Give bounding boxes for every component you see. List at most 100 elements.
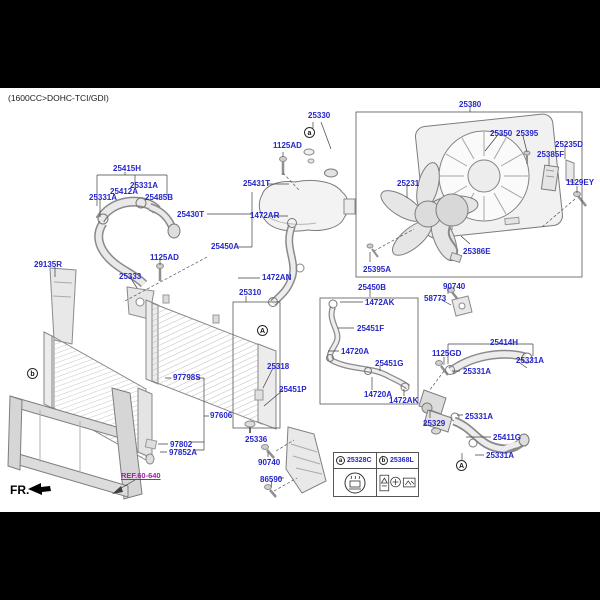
mounting-pin-icon [162,294,170,304]
legend-marker-b: b [379,456,388,465]
part-label-86590: 86590 [260,475,283,484]
hose-clamp-icon [400,382,410,392]
degassing-hose-art [326,299,410,392]
bolt-icon [523,150,531,164]
assembly-group-boxes [232,111,583,429]
part-label-25451p: 25451P [279,385,307,394]
hose-clamp-icon [97,213,109,225]
part-label-1125gd: 1125GD [432,349,462,358]
upper-radiator-hose-art [94,196,181,288]
circle-marker-b: b [27,368,38,379]
legend-part-number-a: 25328C [347,457,372,464]
fan-blade-art [380,162,479,263]
radiator-bracket-icon [254,389,264,401]
coolant-caution-icon [344,472,366,494]
hose-clamp-icon [328,299,338,309]
hose-clamp-icon [364,367,372,375]
leader-lines-fan-assembly [369,107,578,262]
sensor-bracket-art [451,295,473,317]
part-label-14720a: 14720A [364,390,393,399]
front-end-carrier-art [7,387,143,500]
legend-header-b: b 25368L [376,453,418,468]
part-label-14720a: 14720A [341,347,370,356]
hose-clamp-icon [445,365,455,375]
part-label-25385f: 25385F [537,150,565,159]
condenser-art [43,331,158,465]
part-label-1125ad: 1125AD [273,141,302,150]
letterbox-top [0,0,600,88]
part-label-25318: 25318 [267,362,290,371]
warning-labels-icon [379,474,416,492]
bolt-icon [156,263,164,281]
part-label-25330: 25330 [308,111,331,120]
part-label-97802: 97802 [170,440,193,449]
part-label-25395: 25395 [516,129,539,138]
insulator-icon [145,453,155,465]
part-label-25235d: 25235D [555,140,584,149]
bolt-icon [573,191,587,207]
legend-box: a 25328C b 25368L [333,452,419,497]
legend-header-a: a 25328C [334,453,376,468]
fan-resistor-art [540,159,575,192]
part-label-25231: 25231 [397,179,420,188]
hose-clamp-icon [287,218,297,228]
part-label-25331a: 25331A [465,412,494,421]
leader-lines-right-lower [429,343,534,460]
fr-direction-arrow-icon [28,482,51,495]
part-label-25386e: 25386E [463,247,491,256]
leader-lines-upper-hose [96,172,252,217]
engine-variant-title: (1600CC>DOHC-TCI/GDI) [8,93,109,103]
part-label-25350: 25350 [490,129,513,138]
legend-icon-cell-a [334,469,376,497]
leader-lines-hose-group [328,287,452,396]
part-label-25415h: 25415H [113,164,142,173]
ref-arrowhead-icon [112,486,123,494]
grommet-icon [244,420,256,428]
part-label-1472ar: 1472AR [250,211,280,220]
part-label-25451f: 25451F [357,324,385,333]
part-label-25329: 25329 [423,419,446,428]
part-label-25414h: 25414H [490,338,519,347]
part-label-25431t: 25431T [243,179,271,188]
part-label-25395a: 25395A [363,265,392,274]
bolt-icon [279,156,287,175]
hose-clamp-icon [468,438,478,448]
part-label-25331a: 25331A [463,367,492,376]
ref-section-link[interactable]: REF.60-640 [121,471,161,480]
part-label-25333: 25333 [119,272,142,281]
part-label-25331a: 25331A [486,451,515,460]
part-label-1125ad: 1125AD [150,253,179,262]
wire-connector-icon [449,251,463,263]
fr-indicator: FR. [10,481,56,499]
reservoir-tank-art [258,148,356,307]
part-label-25485b: 25485B [145,193,174,202]
part-label-90740: 90740 [443,282,466,291]
hose-clamp-icon [521,352,533,364]
hose-clamp-icon [326,354,334,362]
cap-seal-icon [303,148,315,156]
part-label-25412a: 25412A [110,187,139,196]
air-guard-art [285,426,327,494]
circle-marker-a: a [304,127,315,138]
hose-clamp-icon [295,263,305,273]
part-label-29135r: 29135R [34,260,63,269]
part-label-25331a: 25331A [516,356,545,365]
part-label-97798s: 97798S [173,373,201,382]
part-label-97852a: 97852A [169,448,198,457]
resistor-bracket-icon [565,159,575,184]
radiator-art [145,294,277,433]
part-label-25430t: 25430T [177,210,205,219]
heater-hose-art [445,349,533,454]
legend-part-number-b: 25368L [390,457,414,464]
side-bracket-art [49,267,77,345]
mounting-pin-icon [212,314,220,324]
part-label-25450a: 25450A [211,242,240,251]
part-label-1472ak: 1472AK [365,298,395,307]
fastener-bolts-art [156,150,587,498]
leader-lines-reservoir [237,121,332,279]
bolt-icon [366,243,379,258]
condenser-bracket-icon [144,438,158,450]
part-label-97606: 97606 [210,411,233,420]
